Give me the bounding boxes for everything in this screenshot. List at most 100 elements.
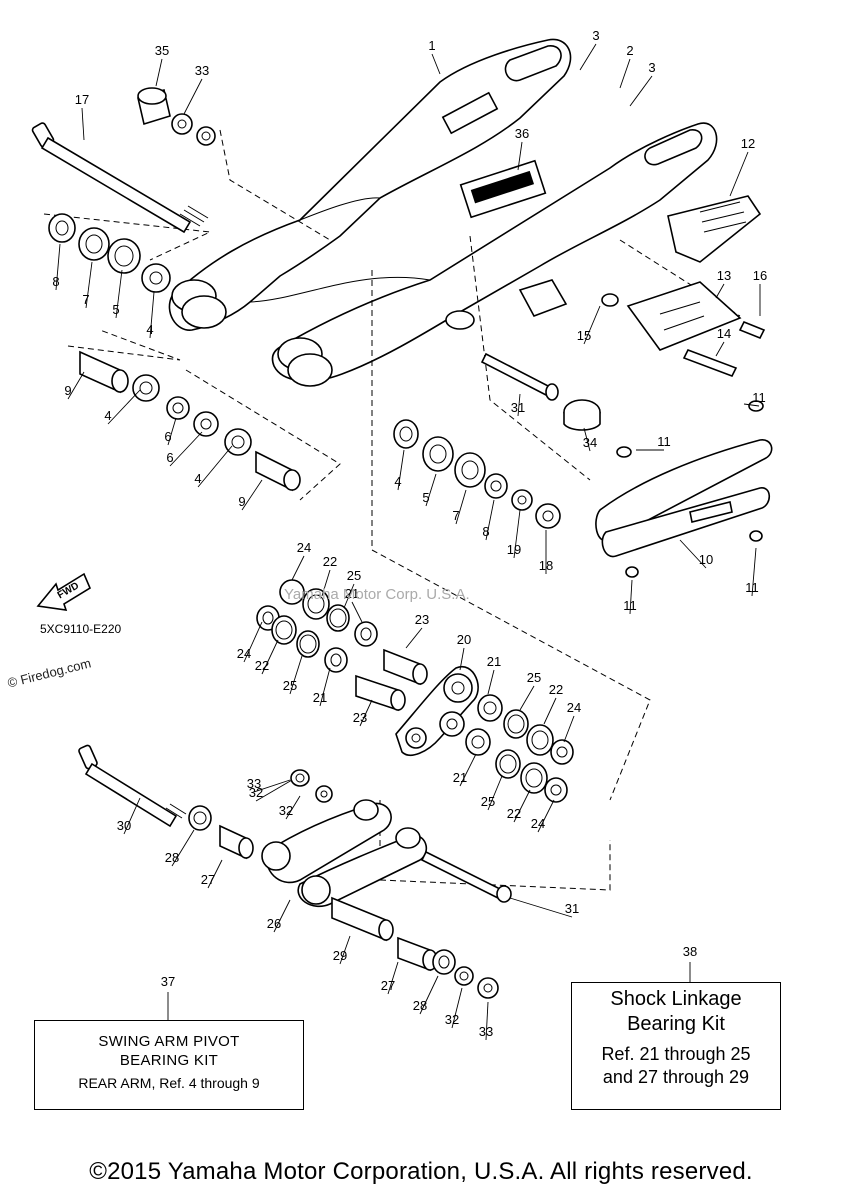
callout-22: 22 bbox=[255, 658, 269, 673]
leader-line bbox=[715, 283, 725, 299]
leader-line bbox=[743, 403, 760, 407]
callout-leaders bbox=[55, 43, 761, 1041]
leader-line bbox=[115, 269, 123, 319]
leader-line bbox=[485, 499, 495, 541]
callout-32: 32 bbox=[279, 803, 293, 818]
callout-32: 32 bbox=[445, 1012, 459, 1027]
leader-line bbox=[183, 78, 203, 115]
chain-guide-13 bbox=[601, 281, 766, 378]
watermark-center: Yamaha Motor Corp. U.S.A. bbox=[284, 586, 470, 603]
bearing-stack-left bbox=[48, 213, 301, 492]
shock-kit-line2: Bearing Kit bbox=[627, 1013, 725, 1035]
leader-line bbox=[629, 75, 653, 107]
callout-18: 18 bbox=[539, 558, 553, 573]
callout-37: 37 bbox=[161, 974, 175, 989]
callout-33: 33 bbox=[247, 776, 261, 791]
leader-line bbox=[487, 669, 495, 695]
leader-line bbox=[751, 547, 757, 597]
pivot-collar-parts bbox=[137, 87, 216, 146]
linkage-bearings bbox=[256, 579, 574, 803]
leader-line bbox=[487, 775, 503, 811]
pivot-shaft-17 bbox=[31, 122, 209, 234]
callout-14: 14 bbox=[717, 326, 731, 341]
callout-23: 23 bbox=[415, 612, 429, 627]
leader-line bbox=[107, 389, 141, 425]
callout-22: 22 bbox=[507, 806, 521, 821]
leader-line bbox=[517, 141, 523, 171]
copyright-footer: ©2015 Yamaha Motor Corporation, U.S.A. A… bbox=[89, 1158, 753, 1185]
callout-22: 22 bbox=[549, 682, 563, 697]
leader-line bbox=[619, 58, 631, 89]
callout-4: 4 bbox=[146, 322, 153, 337]
connecting-rod-26 bbox=[261, 799, 428, 908]
bolt-30 bbox=[78, 744, 187, 828]
callout-31: 31 bbox=[565, 901, 579, 916]
callout-21: 21 bbox=[345, 586, 359, 601]
callout-6: 6 bbox=[164, 429, 171, 444]
leader-line bbox=[455, 489, 467, 525]
leader-line bbox=[519, 685, 535, 711]
leader-line bbox=[451, 987, 463, 1029]
callout-33: 33 bbox=[479, 1024, 493, 1039]
callout-11: 11 bbox=[752, 390, 766, 405]
leader-line bbox=[171, 829, 195, 867]
leader-line bbox=[715, 341, 725, 357]
shock-kit-line3: Ref. 21 through 25 bbox=[601, 1044, 751, 1064]
callout-21: 21 bbox=[453, 770, 467, 785]
swing-arm bbox=[168, 38, 718, 387]
assembly-guides bbox=[43, 129, 741, 891]
leader-line bbox=[207, 859, 223, 889]
leader-line bbox=[81, 107, 85, 141]
callout-5: 5 bbox=[422, 490, 429, 505]
callout-3: 3 bbox=[592, 28, 599, 43]
leader-line bbox=[67, 371, 85, 400]
leader-line bbox=[243, 621, 263, 663]
callout-7: 7 bbox=[452, 508, 459, 523]
leader-line bbox=[485, 1001, 489, 1041]
chain-guide-12 bbox=[667, 195, 762, 263]
callout-38: 38 bbox=[683, 944, 697, 959]
swing-kit-line2: BEARING KIT bbox=[119, 1052, 219, 1069]
callout-8: 8 bbox=[482, 524, 489, 539]
shock-kit-line4: and 27 through 29 bbox=[602, 1067, 750, 1087]
callout-30: 30 bbox=[117, 818, 131, 833]
callout-31: 31 bbox=[511, 400, 525, 415]
leader-line bbox=[425, 473, 437, 507]
callout-17: 17 bbox=[75, 92, 89, 107]
callout-36: 36 bbox=[515, 126, 529, 141]
callout-9: 9 bbox=[64, 383, 71, 398]
callout-8: 8 bbox=[52, 274, 59, 289]
callout-27: 27 bbox=[381, 978, 395, 993]
callout-11: 11 bbox=[745, 580, 759, 595]
callout-35: 35 bbox=[155, 43, 169, 58]
callout-29: 29 bbox=[333, 948, 347, 963]
diagram-code: 5XC9110-E220 bbox=[40, 622, 122, 636]
chain-slider-10 bbox=[595, 400, 773, 578]
leader-line bbox=[419, 975, 439, 1015]
callout-24: 24 bbox=[297, 540, 311, 555]
leader-line bbox=[85, 261, 93, 309]
callout-34: 34 bbox=[583, 435, 597, 450]
leader-line bbox=[289, 655, 303, 695]
leader-line bbox=[291, 555, 305, 581]
leader-line bbox=[261, 639, 279, 675]
leader-line bbox=[397, 449, 405, 491]
callout-23: 23 bbox=[353, 710, 367, 725]
callout-21: 21 bbox=[313, 690, 327, 705]
leader-line bbox=[579, 43, 597, 71]
callout-4: 4 bbox=[104, 408, 111, 423]
leader-line bbox=[583, 427, 591, 452]
leader-line bbox=[339, 935, 351, 965]
shock-kit-box: Shock Linkage Bearing Kit Ref. 21 throug… bbox=[571, 982, 781, 1110]
leader-line bbox=[319, 667, 331, 707]
leader-line bbox=[431, 53, 441, 75]
leader-line bbox=[285, 795, 301, 820]
callout-6: 6 bbox=[166, 450, 173, 465]
callout-25: 25 bbox=[481, 794, 495, 809]
callout-4: 4 bbox=[394, 474, 401, 489]
bolt-31-lower bbox=[420, 850, 512, 903]
swing-kit-line1: SWING ARM PIVOT bbox=[98, 1033, 240, 1050]
leader-line bbox=[241, 479, 263, 511]
bolt-31-upper bbox=[480, 352, 559, 401]
leader-line bbox=[517, 393, 521, 417]
